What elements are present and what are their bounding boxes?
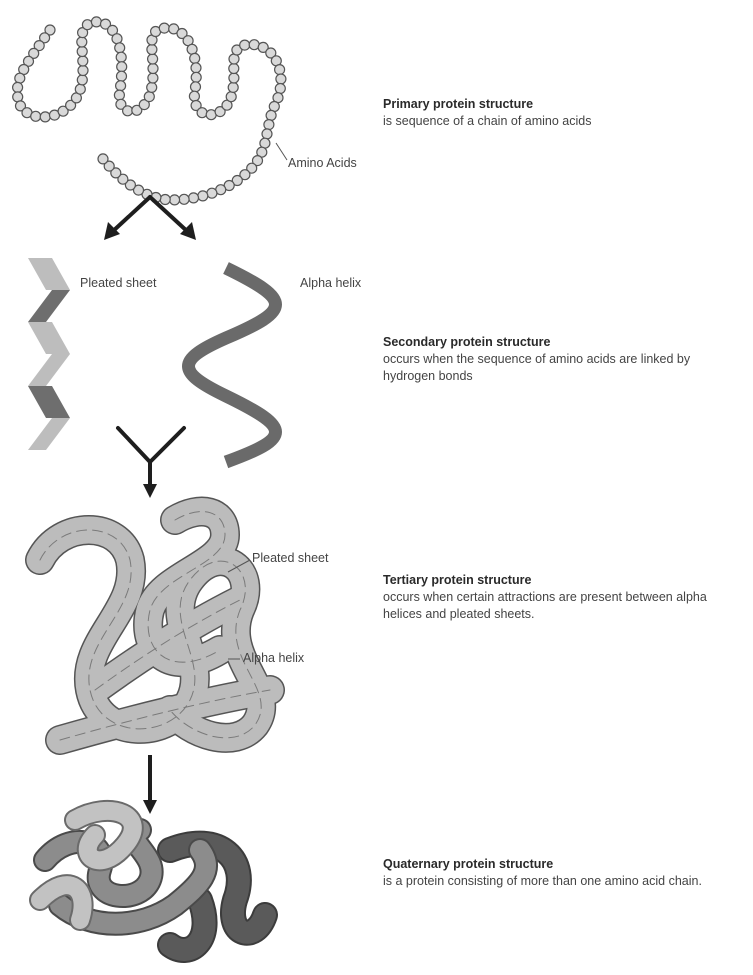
amino-acid-bead bbox=[123, 106, 133, 116]
amino-acid-bead bbox=[78, 56, 88, 66]
amino-acid-bead bbox=[276, 74, 286, 84]
alpha-helix-label: Alpha helix bbox=[300, 276, 361, 290]
amino-acid-bead bbox=[191, 72, 201, 82]
amino-acid-bead bbox=[189, 91, 199, 101]
amino-acid-bead bbox=[228, 82, 238, 92]
amino-acid-bead bbox=[13, 82, 23, 92]
quaternary-structure-text: is a protein consisting of more than one… bbox=[383, 873, 738, 890]
amino-acid-bead bbox=[147, 82, 157, 92]
tertiary-structure-text: occurs when certain attractions are pres… bbox=[383, 589, 748, 623]
amino-acid-bead bbox=[75, 84, 85, 94]
pleated-sheet-segment bbox=[28, 418, 70, 450]
amino-acid-bead bbox=[189, 193, 199, 203]
merge-arrowhead bbox=[143, 484, 157, 498]
pleated-sheet-shape bbox=[28, 258, 70, 450]
pleated-sheet-segment bbox=[28, 354, 70, 386]
amino-acid-bead bbox=[77, 47, 87, 57]
amino-acid-bead bbox=[275, 65, 285, 75]
quaternary-chains bbox=[40, 811, 265, 950]
amino-acid-bead bbox=[147, 45, 157, 55]
amino-acid-bead bbox=[229, 64, 239, 74]
amino-acid-bead bbox=[198, 191, 208, 201]
secondary-structure-title: Secondary protein structure bbox=[383, 334, 745, 351]
amino-acid-bead bbox=[31, 111, 41, 121]
amino-acid-bead bbox=[148, 64, 158, 74]
merge-arrow bbox=[118, 428, 184, 485]
amino-acid-pointer bbox=[276, 143, 287, 160]
amino-acid-bead bbox=[197, 108, 207, 118]
quaternary-structure-title: Quaternary protein structure bbox=[383, 856, 738, 873]
amino-acid-bead bbox=[117, 62, 127, 72]
tertiary-pleated-sheet-label: Pleated sheet bbox=[252, 551, 328, 565]
pleated-sheet-segment bbox=[28, 258, 70, 290]
tertiary-structure-title: Tertiary protein structure bbox=[383, 572, 748, 589]
secondary-structure-text: occurs when the sequence of amino acids … bbox=[383, 351, 745, 385]
amino-acid-bead bbox=[275, 84, 285, 94]
amino-acid-bead bbox=[262, 129, 272, 139]
amino-acid-bead bbox=[115, 43, 125, 53]
amino-acid-bead bbox=[179, 194, 189, 204]
pleated-sheet-segment bbox=[28, 290, 70, 322]
amino-acid-bead bbox=[190, 53, 200, 63]
pleated-sheet-segment bbox=[28, 322, 70, 354]
secondary-structure-description: Secondary protein structure occurs when … bbox=[383, 334, 745, 385]
amino-acid-bead bbox=[114, 90, 124, 100]
amino-acid-bead bbox=[15, 73, 25, 83]
amino-acid-bead bbox=[264, 120, 274, 130]
amino-acid-bead bbox=[207, 188, 217, 198]
amino-acid-bead bbox=[159, 23, 169, 33]
amino-acid-bead bbox=[98, 154, 108, 164]
amino-acid-bead bbox=[160, 195, 170, 205]
amino-acid-bead bbox=[187, 44, 197, 54]
amino-acid-bead bbox=[229, 73, 239, 83]
primary-structure-text: is sequence of a chain of amino acids bbox=[383, 113, 748, 130]
quaternary-structure-description: Quaternary protein structure is a protei… bbox=[383, 856, 738, 890]
amino-acid-bead bbox=[148, 73, 158, 83]
amino-acid-bead bbox=[116, 52, 126, 62]
amino-acid-bead bbox=[112, 34, 122, 44]
amino-acid-chain bbox=[13, 17, 286, 205]
amino-acid-bead bbox=[170, 195, 180, 205]
primary-structure-title: Primary protein structure bbox=[383, 96, 748, 113]
pleated-sheet-label: Pleated sheet bbox=[80, 276, 156, 290]
amino-acid-bead bbox=[148, 54, 158, 64]
tertiary-fold bbox=[40, 512, 270, 740]
amino-acid-bead bbox=[116, 81, 126, 91]
amino-acid-bead bbox=[40, 112, 50, 122]
tertiary-structure-description: Tertiary protein structure occurs when c… bbox=[383, 572, 748, 623]
alpha-helix-shape bbox=[189, 268, 276, 462]
amino-acid-bead bbox=[191, 63, 201, 73]
amino-acid-bead bbox=[91, 17, 101, 27]
amino-acid-bead bbox=[144, 92, 154, 102]
primary-structure-description: Primary protein structure is sequence of… bbox=[383, 96, 748, 130]
amino-acid-bead bbox=[191, 82, 201, 92]
down-arrowhead bbox=[143, 800, 157, 814]
amino-acid-bead bbox=[77, 75, 87, 85]
amino-acid-bead bbox=[117, 71, 127, 81]
amino-acid-bead bbox=[266, 110, 276, 120]
amino-acid-bead bbox=[77, 37, 87, 47]
tertiary-alpha-helix-label: Alpha helix bbox=[243, 651, 304, 665]
amino-acid-bead bbox=[226, 92, 236, 102]
pleated-sheet-segment bbox=[28, 386, 70, 418]
amino-acid-bead bbox=[240, 40, 250, 50]
amino-acids-label: Amino Acids bbox=[288, 156, 357, 170]
amino-acid-bead bbox=[78, 66, 88, 76]
